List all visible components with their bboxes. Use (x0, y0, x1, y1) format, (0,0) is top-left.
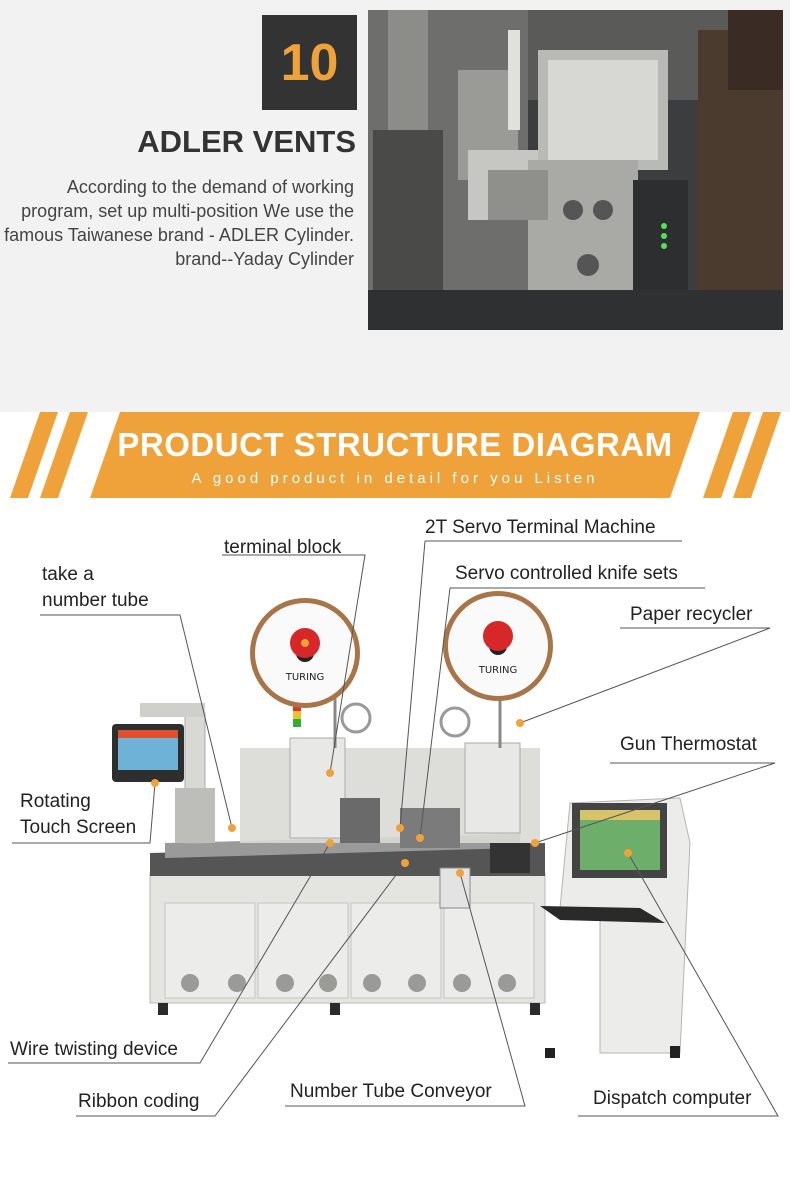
feature-section: 10 ADLER VENTS According to the demand o… (0, 0, 790, 412)
label-servo-terminal-machine: 2T Servo Terminal Machine (425, 517, 656, 538)
cylinder-photo (368, 10, 783, 330)
label-take-tube-line2: number tube (42, 590, 149, 611)
structure-diagram: TURING TURING (0, 498, 790, 1180)
label-servo-knife-sets: Servo controlled knife sets (455, 563, 678, 584)
banner-subtitle: A good product in detail for you Listen (191, 470, 599, 487)
machine-illustration: TURING TURING (8, 540, 779, 1117)
feature-number-badge: 10 (262, 15, 357, 110)
banner-title: PRODUCT STRUCTURE DIAGRAM (117, 426, 673, 463)
label-take-tube-line1: take a (42, 564, 94, 585)
banner-background (10, 412, 781, 498)
reel-right-brand: TURING (478, 665, 518, 676)
feature-title: ADLER VENTS (137, 124, 356, 159)
label-rotating-line1: Rotating (20, 791, 91, 812)
feature-description: According to the demand of working progr… (4, 177, 354, 269)
label-terminal-block: terminal block (224, 537, 342, 558)
label-rotating-line2: Touch Screen (20, 817, 137, 838)
label-gun-thermostat: Gun Thermostat (620, 734, 757, 755)
label-ribbon-coding: Ribbon coding (78, 1091, 200, 1112)
label-number-tube-conveyor: Number Tube Conveyor (290, 1081, 492, 1102)
label-dispatch-computer: Dispatch computer (593, 1088, 752, 1109)
label-wire-twisting: Wire twisting device (10, 1039, 178, 1060)
reel-left-brand: TURING (285, 672, 325, 683)
section-banner: PRODUCT STRUCTURE DIAGRAM A good product… (0, 412, 790, 498)
label-paper-recycler: Paper recycler (630, 604, 753, 625)
